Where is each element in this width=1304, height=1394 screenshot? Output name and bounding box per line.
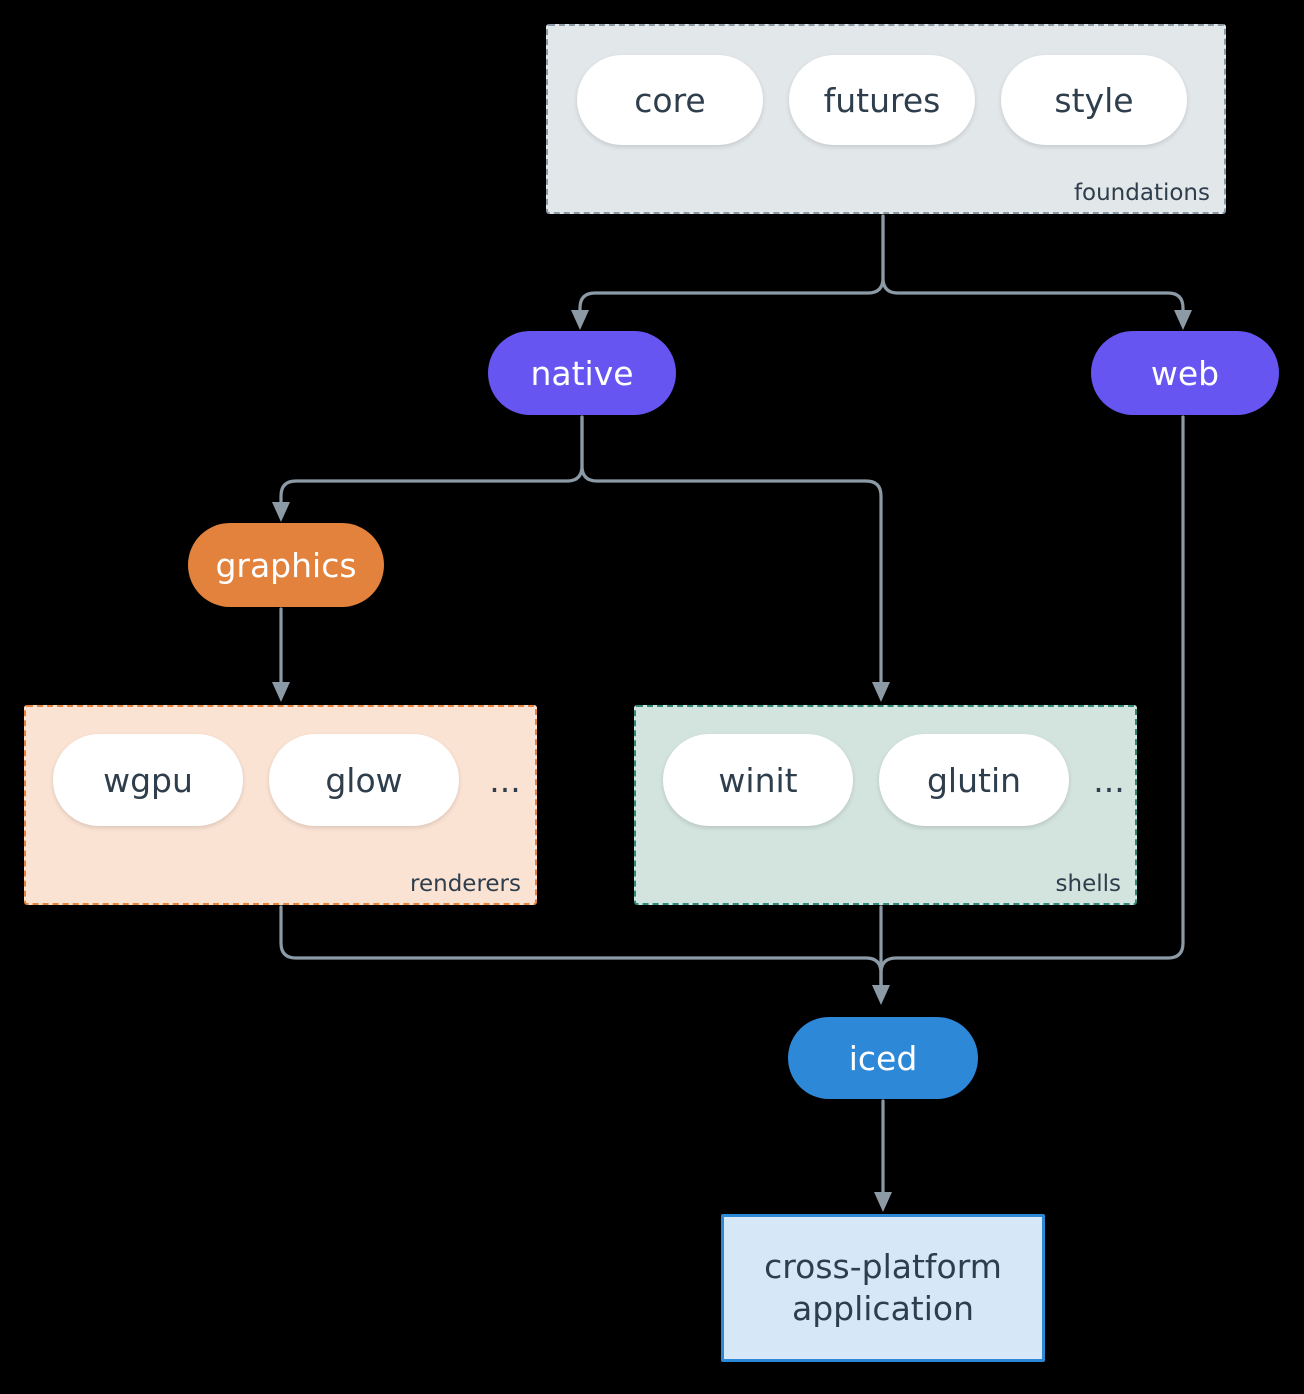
shells-item-winit[interactable]: winit <box>663 734 853 826</box>
edge-graphics-to-renderers <box>272 607 290 702</box>
cluster-renderers-label: renderers <box>410 871 521 897</box>
foundations-item-core-label: core <box>634 80 706 120</box>
foundations-item-style[interactable]: style <box>1001 55 1187 145</box>
cluster-shells-label: shells <box>1055 871 1121 897</box>
shells-item-glutin[interactable]: glutin <box>879 734 1069 826</box>
renderers-item-glow-label: glow <box>325 760 403 800</box>
node-native[interactable]: native <box>488 331 676 415</box>
node-web-label: web <box>1150 353 1220 393</box>
arrow-head <box>872 682 890 702</box>
node-web[interactable]: web <box>1091 331 1279 415</box>
foundations-item-futures[interactable]: futures <box>789 55 975 145</box>
node-iced[interactable]: iced <box>788 1017 978 1099</box>
application-label-line1: cross-platform <box>764 1246 1002 1286</box>
node-cross-platform-application[interactable]: cross-platform application <box>721 1214 1045 1362</box>
edge-foundations-to-native <box>571 214 885 330</box>
edge-iced-to-application <box>874 1099 892 1212</box>
arrow-head <box>872 985 890 1005</box>
renderers-item-wgpu-label: wgpu <box>103 760 193 800</box>
renderers-item-wgpu[interactable]: wgpu <box>53 734 243 826</box>
edge-foundations-to-web <box>881 214 1192 330</box>
cluster-shells: winit glutin ... shells <box>634 705 1137 905</box>
renderers-more-ellipsis: ... <box>489 760 521 800</box>
node-iced-label: iced <box>848 1038 918 1078</box>
arrow-head <box>874 1192 892 1212</box>
renderers-item-glow[interactable]: glow <box>269 734 459 826</box>
application-label-line2: application <box>791 1289 975 1328</box>
arrow-head <box>571 310 589 330</box>
edge-renderers-to-iced <box>279 905 883 993</box>
node-native-label: native <box>530 353 634 393</box>
shells-item-winit-label: winit <box>718 760 798 800</box>
cluster-renderers: wgpu glow ... renderers <box>24 705 537 905</box>
arrow-head <box>272 502 290 522</box>
foundations-item-core[interactable]: core <box>577 55 763 145</box>
node-graphics[interactable]: graphics <box>188 523 384 607</box>
cluster-foundations: core futures style foundations <box>546 24 1226 214</box>
arrow-head <box>272 682 290 702</box>
arrow-head <box>1174 310 1192 330</box>
foundations-item-style-label: style <box>1054 80 1134 120</box>
edge-native-to-shells <box>580 415 890 702</box>
cluster-foundations-label: foundations <box>1073 180 1210 206</box>
node-graphics-label: graphics <box>215 545 357 585</box>
foundations-item-futures-label: futures <box>823 80 941 120</box>
shells-more-ellipsis: ... <box>1093 760 1125 800</box>
shells-item-glutin-label: glutin <box>926 760 1022 800</box>
edge-native-to-graphics <box>272 415 584 522</box>
edge-web-to-iced <box>879 415 1185 993</box>
